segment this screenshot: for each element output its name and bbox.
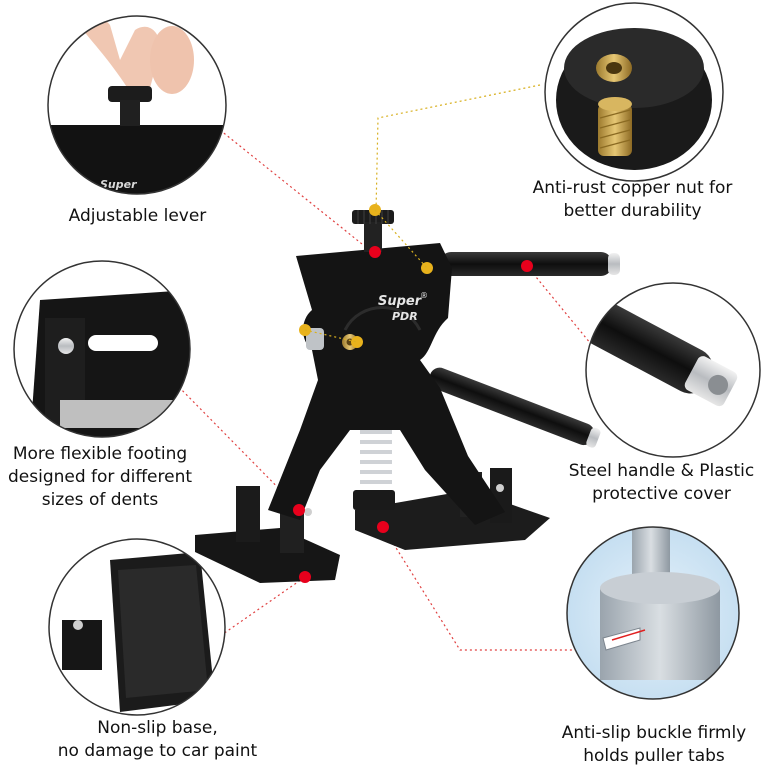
- caption-line: sizes of dents: [41, 490, 159, 510]
- spring: [360, 430, 392, 494]
- leader-nut: [375, 84, 541, 213]
- marker-nut-4: [351, 336, 363, 348]
- svg-text:Super: Super: [100, 178, 137, 191]
- caption-line: protective cover: [592, 484, 731, 504]
- inset-flexible-footing: [13, 260, 191, 438]
- caption-flexible-footing: More flexible footing designed for diffe…: [0, 443, 200, 512]
- leader-handle: [526, 265, 601, 356]
- top-knob: [352, 210, 394, 224]
- caption-copper-nut: Anti-rust copper nut for better durabili…: [500, 177, 765, 223]
- marker-nut-2: [421, 262, 433, 274]
- leader-footing: [171, 379, 301, 511]
- svg-text:®: ®: [420, 291, 428, 300]
- marker-lever: [369, 246, 381, 258]
- caption-line: Steel handle & Plastic: [568, 461, 755, 481]
- inset-copper-nut: [544, 2, 724, 182]
- caption-line: Non-slip base,: [97, 718, 218, 738]
- caption-line: Anti-slip buckle firmly: [561, 723, 747, 743]
- caption-anti-slip-buckle: Anti-slip buckle firmly holds puller tab…: [540, 722, 768, 768]
- inset-anti-slip-buckle: [566, 526, 740, 700]
- caption-adjustable-lever: Adjustable lever: [30, 205, 245, 228]
- caption-line: Anti-rust copper nut for: [532, 178, 733, 198]
- upper-handle-cap: [608, 253, 620, 275]
- leader-buckle: [382, 526, 578, 651]
- caption-line: Adjustable lever: [68, 206, 207, 226]
- tool-body: [268, 243, 505, 525]
- leader-lever: [219, 129, 373, 253]
- marker-footing: [293, 504, 305, 516]
- caption-line: better durability: [563, 201, 702, 221]
- dent-puller-tool: Super PDR ®: [195, 210, 620, 583]
- feature-markers: [293, 204, 533, 583]
- lower-handle: [428, 367, 595, 446]
- inset-non-slip-base: [48, 538, 226, 716]
- marker-handle: [521, 260, 533, 272]
- caption-line: designed for different: [7, 467, 193, 487]
- svg-text:PDR: PDR: [392, 310, 418, 323]
- svg-text:Super: Super: [378, 294, 423, 309]
- caption-steel-handle: Steel handle & Plastic protective cover: [555, 460, 768, 506]
- front-foot-pad: [195, 528, 340, 583]
- caption-non-slip-base: Non-slip base, no damage to car paint: [35, 717, 280, 763]
- caption-line: no damage to car paint: [57, 741, 258, 761]
- caption-line: More flexible footing: [12, 444, 188, 464]
- marker-buckle: [377, 521, 389, 533]
- super-pdr-logo: Super PDR ®: [378, 291, 428, 323]
- caption-line: holds puller tabs: [583, 746, 725, 766]
- marker-base: [299, 571, 311, 583]
- lower-handle-cap: [586, 427, 601, 448]
- inset-adjustable-lever: Super: [47, 15, 227, 195]
